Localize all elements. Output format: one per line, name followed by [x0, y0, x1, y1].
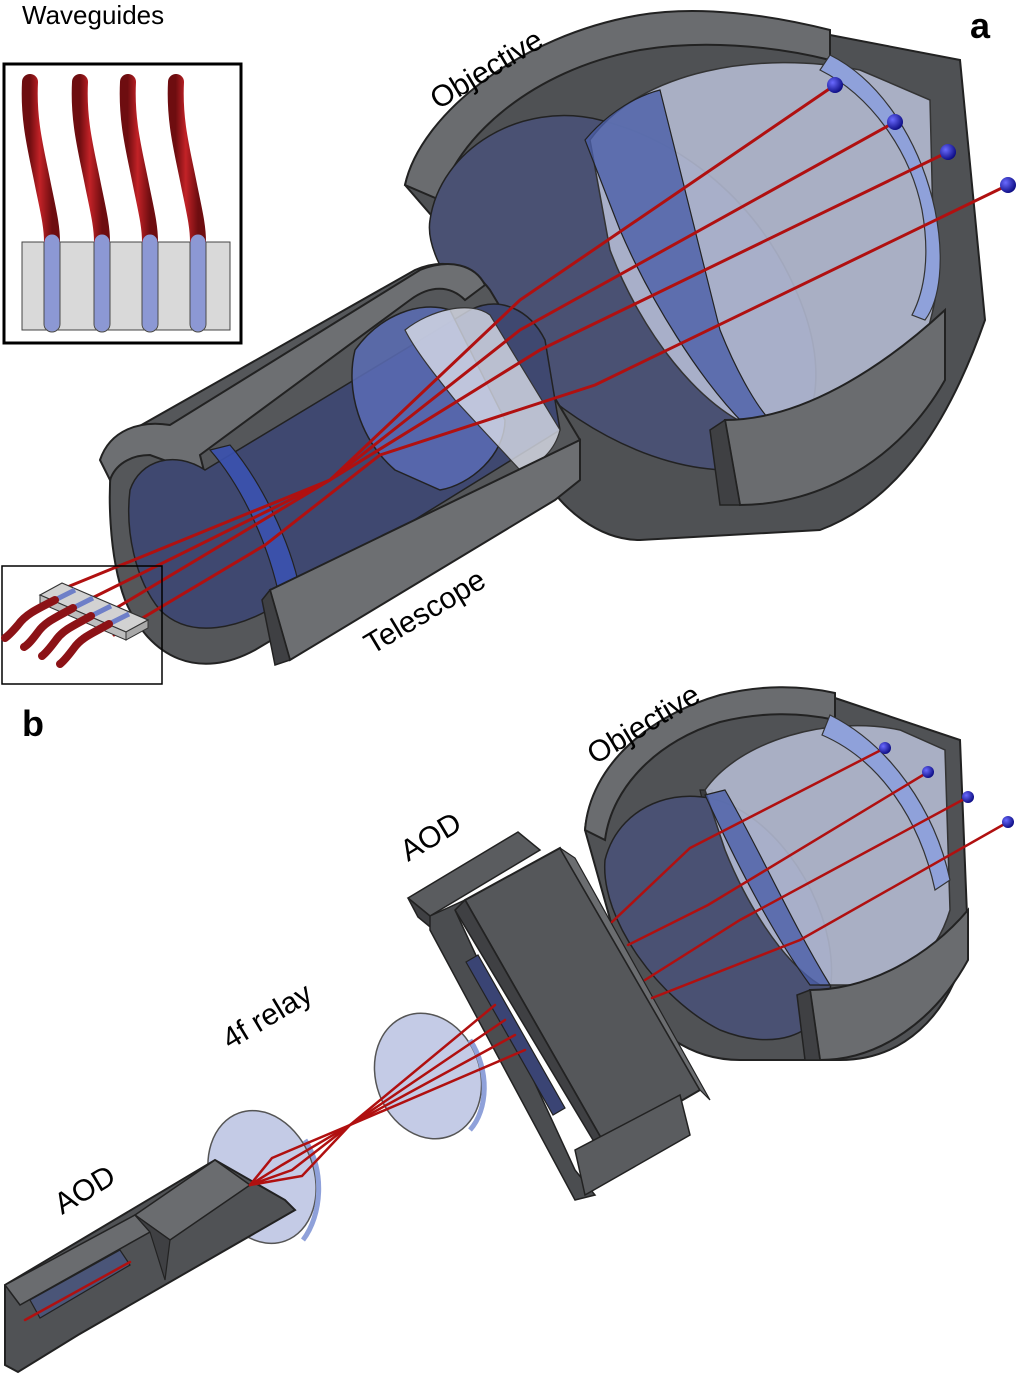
panel-b-label: b: [22, 703, 44, 744]
fiber-icon: [1, 596, 113, 668]
beam-b-4: [650, 820, 1010, 1000]
focal-spot-icon: [1002, 816, 1014, 828]
zoom-box: [1, 565, 163, 685]
aod-lower: [3, 1158, 297, 1374]
beam-b-2: [626, 770, 930, 947]
beams-a: [58, 83, 1010, 637]
lens-icon: [373, 1012, 483, 1140]
panel-a-label: a: [970, 5, 991, 46]
beams-b: [23, 746, 1010, 1322]
waveguides-label: Waveguides: [22, 0, 164, 30]
focal-spot-icon: [940, 144, 956, 160]
beam-b-input: [23, 1260, 132, 1322]
beam-a-4: [112, 183, 1010, 637]
focal-spot-icon: [962, 791, 974, 803]
fiber-icon: [21, 74, 206, 250]
focal-spot-icon: [922, 766, 934, 778]
panel-b: b: [3, 678, 1014, 1374]
relay-label: 4f relay: [217, 977, 318, 1056]
focal-spot-icon: [827, 77, 843, 93]
objective-housing-b: [583, 686, 970, 1062]
beam-a-2: [76, 120, 897, 607]
aod-lower-label: AOD: [49, 1159, 122, 1221]
focal-spots-b: [879, 742, 1014, 828]
waveguide-chip-small: [1, 565, 163, 685]
beam-a-3: [94, 150, 950, 622]
aod-upper-label: AOD: [395, 806, 468, 868]
focal-spot-icon: [887, 114, 903, 130]
panel-a: Waveguides a Objective Telescope: [1, 0, 1016, 685]
focal-spot-icon: [1000, 177, 1016, 193]
focal-spot-icon: [879, 742, 891, 754]
waveguides-inset: [2, 62, 243, 345]
beam-b-1: [610, 746, 887, 924]
beam-a-1: [58, 83, 837, 592]
beam-b-3: [643, 795, 970, 982]
focal-spots-a: [827, 77, 1016, 193]
